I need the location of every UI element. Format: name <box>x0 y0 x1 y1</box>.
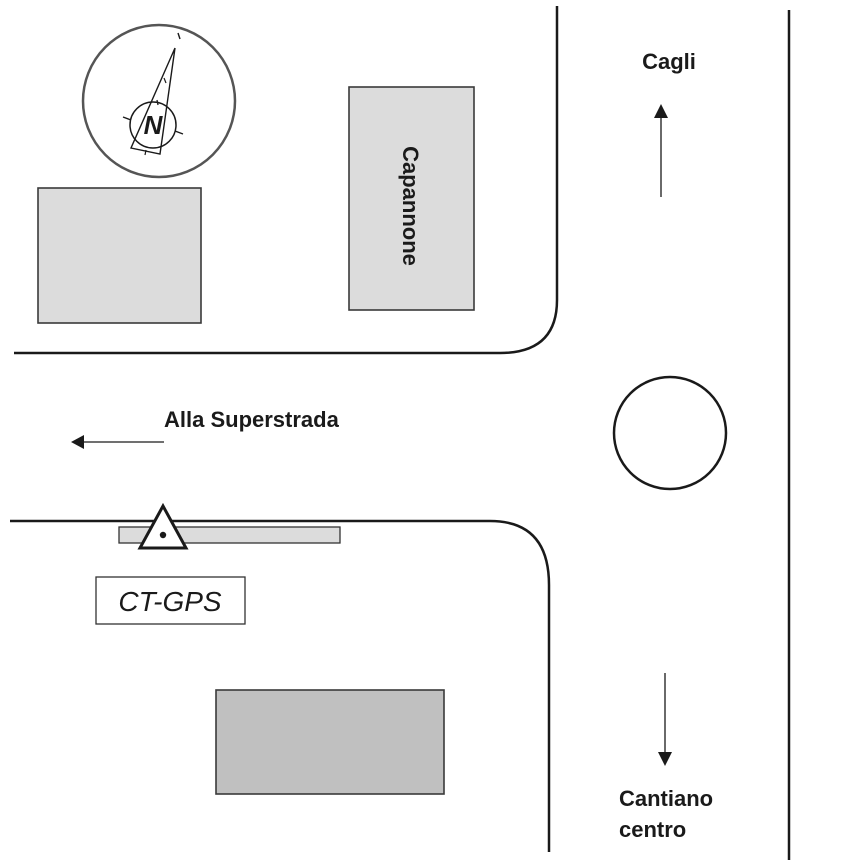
direction-label-superstrada: Alla Superstrada <box>164 407 340 432</box>
direction-label-cantiano: Cantiano <box>619 786 713 811</box>
station-label: CT-GPS <box>118 586 222 617</box>
capannone-label: Capannone <box>398 146 423 266</box>
building-south <box>215 689 445 795</box>
arrow-up-icon <box>654 104 668 197</box>
station-label-box <box>95 576 246 625</box>
road-edge-north-west-corner <box>14 6 559 355</box>
arrow-down-icon <box>658 673 672 766</box>
roundabout-circle <box>612 375 728 491</box>
north-arrow-icon: N <box>81 23 237 179</box>
road-edge-south-west-corner <box>10 519 551 852</box>
compass-letter: N <box>144 110 164 140</box>
building-capannone <box>348 86 475 311</box>
direction-label-cagli: Cagli <box>642 49 696 74</box>
gps-triangle-benchmark-icon <box>137 502 189 550</box>
arrow-left-icon <box>71 435 164 449</box>
direction-label-centro: centro <box>619 817 686 842</box>
building-northwest <box>37 187 202 324</box>
